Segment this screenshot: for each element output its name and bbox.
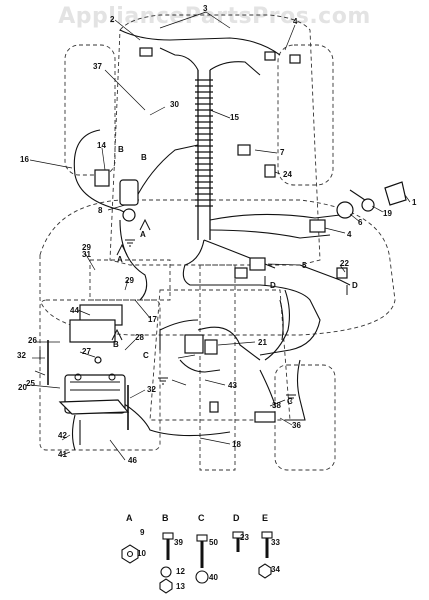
hardware-key-labels: A B C D E 9 10 39 12 13 50 40 23 33 34 xyxy=(126,513,280,591)
connection-letter-b: B xyxy=(118,145,124,154)
connection-letter-d: D xyxy=(270,281,276,290)
hardware-part-40: 40 xyxy=(209,573,218,582)
hardware-part-23: 23 xyxy=(240,533,249,542)
connection-letter-c: C xyxy=(143,351,149,360)
part-label-8: 8 xyxy=(98,206,103,215)
leader-lines xyxy=(29,11,411,461)
part-label-26: 26 xyxy=(28,336,37,345)
hardware-part-10: 10 xyxy=(137,549,146,558)
connection-letter-a: A xyxy=(117,255,123,264)
part-label-44: 44 xyxy=(70,306,79,315)
hardware-part-13: 13 xyxy=(176,582,185,591)
components xyxy=(58,47,407,423)
hardware-key-letter-b: B xyxy=(162,513,169,523)
part-label-15: 15 xyxy=(230,113,239,122)
hardware-key xyxy=(121,531,273,594)
connection-letter-b: B xyxy=(113,340,119,349)
part-label-46: 46 xyxy=(128,456,137,465)
connection-letter-a: A xyxy=(140,230,146,239)
part-label-29: 29 xyxy=(82,243,91,252)
part-label-7: 7 xyxy=(280,148,285,157)
part-label-41: 41 xyxy=(58,450,67,459)
part-label-29: 29 xyxy=(125,276,134,285)
part-label-30: 30 xyxy=(170,100,179,109)
hardware-part-50: 50 xyxy=(209,538,218,547)
connection-markers xyxy=(111,218,348,341)
hardware-part-39: 39 xyxy=(174,538,183,547)
part-label-28: 28 xyxy=(135,333,144,342)
part-label-4: 4 xyxy=(293,17,298,26)
part-label-19: 19 xyxy=(383,209,392,218)
part-label-3: 3 xyxy=(203,4,208,13)
part-label-5: 5 xyxy=(302,261,307,270)
wires xyxy=(71,29,373,451)
part-label-21: 21 xyxy=(258,338,267,347)
part-label-42: 42 xyxy=(58,431,67,440)
watermark: AppliancePartsPros.com xyxy=(58,4,371,29)
hardware-key-letter-e: E xyxy=(262,513,268,523)
hardware-part-33: 33 xyxy=(271,538,280,547)
part-label-31: 31 xyxy=(82,250,91,259)
part-label-43: 43 xyxy=(228,381,237,390)
connection-letter-c: C xyxy=(287,397,293,406)
part-label-18: 18 xyxy=(232,440,241,449)
connection-letter-b: B xyxy=(141,153,147,162)
hardware-key-letter-d: D xyxy=(233,513,240,523)
hardware-part-9: 9 xyxy=(140,528,145,537)
part-label-37: 37 xyxy=(93,62,102,71)
connection-letters: B B A A B C C D D xyxy=(113,145,358,406)
part-label-6: 6 xyxy=(358,218,363,227)
part-label-22: 22 xyxy=(340,259,349,268)
tractor-outline xyxy=(39,14,396,471)
part-label-17: 17 xyxy=(148,315,157,324)
part-label-25: 25 xyxy=(26,379,35,388)
part-label-14: 14 xyxy=(97,141,106,150)
harness-coil xyxy=(195,70,213,240)
part-label-1: 1 xyxy=(412,198,417,207)
hardware-part-34: 34 xyxy=(271,565,280,574)
part-label-32: 32 xyxy=(17,351,26,360)
part-label-4: 4 xyxy=(347,230,352,239)
part-label-32: 32 xyxy=(147,385,156,394)
hardware-key-letter-c: C xyxy=(198,513,205,523)
hardware-part-12: 12 xyxy=(176,567,185,576)
part-label-24: 24 xyxy=(283,170,292,179)
part-label-36: 36 xyxy=(292,421,301,430)
part-label-16: 16 xyxy=(20,155,29,164)
part-label-20: 20 xyxy=(18,383,27,392)
ground-symbols xyxy=(125,239,296,402)
part-label-27: 27 xyxy=(82,347,91,356)
connection-letter-d: D xyxy=(352,281,358,290)
hardware-key-letter-a: A xyxy=(126,513,133,523)
part-label-2: 2 xyxy=(110,15,115,24)
part-label-38: 38 xyxy=(272,401,281,410)
